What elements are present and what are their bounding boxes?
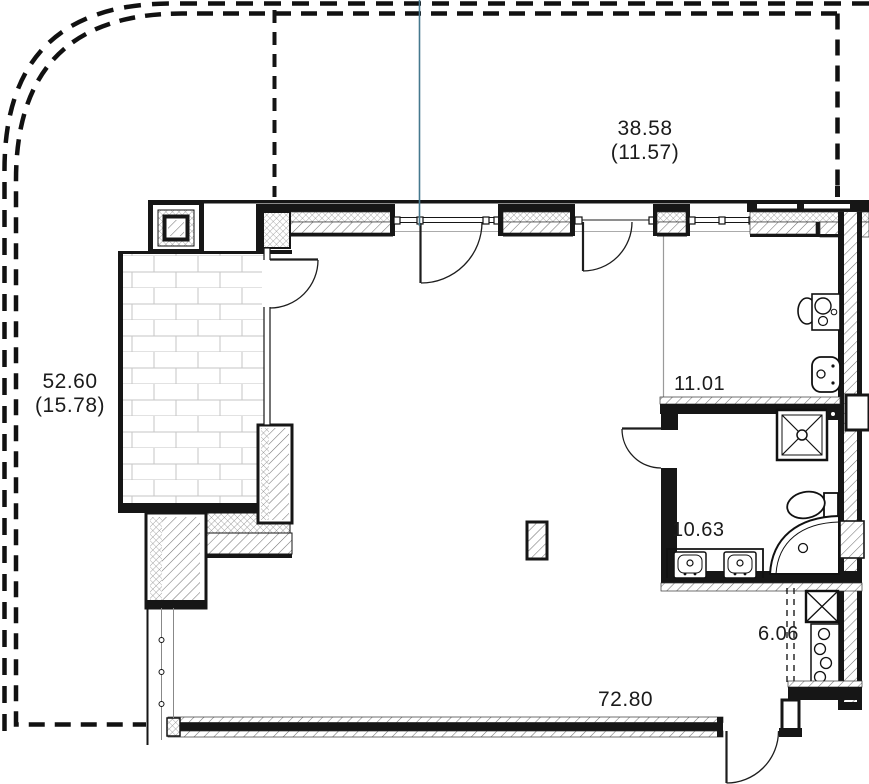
wall-pier-2: [653, 204, 690, 237]
terrace-paving: [118, 251, 264, 513]
window-1: [393, 216, 501, 225]
terrace-glazing: [262, 247, 319, 426]
boundary-line: [2, 1, 869, 738]
bathroom-door: [621, 427, 662, 469]
washbasin: [797, 293, 841, 331]
terrace-side-total: 52.60: [42, 370, 98, 393]
structural-column: [525, 520, 549, 561]
label-utility-area: 6.06: [758, 623, 799, 645]
label-room-11-area: 11.01: [674, 373, 726, 395]
kitchen-stove: [810, 623, 840, 684]
east-wall: [838, 212, 869, 710]
terrace-corner-wall: [118, 423, 294, 610]
bottom-wall: [166, 716, 724, 738]
entry-door: [725, 730, 780, 784]
label-terrace-side-area: 52.60 (15.78): [22, 370, 118, 418]
door-2: [581, 221, 633, 272]
left-window-wall: [146, 608, 174, 745]
label-living-area: 72.80: [598, 688, 654, 711]
terrace-side-reduced: (15.78): [34, 394, 106, 417]
window-2: [688, 216, 756, 225]
ventilation-shaft: [804, 589, 840, 624]
door-1: [419, 221, 483, 284]
utility-dashed-opening: [786, 588, 795, 684]
shower-tray: [775, 408, 839, 462]
toilet: [786, 490, 839, 520]
double-vanity-sink: [666, 548, 764, 579]
utility-walls: [779, 680, 863, 737]
pilaster: [844, 393, 869, 432]
label-bathroom-area: 10.63: [672, 519, 725, 541]
label-terrace-top-area: 38.58 (11.57): [595, 117, 695, 165]
top-wall: [204, 200, 869, 284]
toilet-2: [811, 356, 841, 393]
wall-pier-1: [498, 204, 575, 237]
terrace-column: [148, 200, 204, 254]
bathtub: [768, 514, 840, 575]
terrace-top-total: 38.58: [617, 117, 673, 140]
terrace-top-reduced: (11.57): [610, 141, 680, 164]
